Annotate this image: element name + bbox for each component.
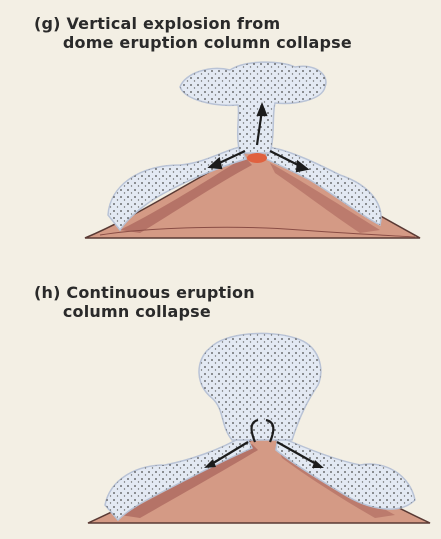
panel-g-caption: (g) Vertical explosion from dome eruptio… — [34, 14, 352, 52]
eruption-column-g — [180, 62, 326, 153]
panel-g-caption-line2: dome eruption column collapse — [34, 33, 352, 52]
panel-h-illustration — [0, 330, 441, 535]
panel-h-caption: (h) Continuous eruption column collapse — [34, 283, 255, 321]
eruption-column-h — [199, 333, 321, 440]
lava-dome — [247, 153, 267, 163]
panel-h-caption-line2: column collapse — [34, 302, 255, 321]
panel-g-illustration — [0, 55, 441, 255]
panel-h-caption-line1: (h) Continuous eruption — [34, 283, 255, 302]
panel-g-caption-line1: (g) Vertical explosion from — [34, 14, 352, 33]
